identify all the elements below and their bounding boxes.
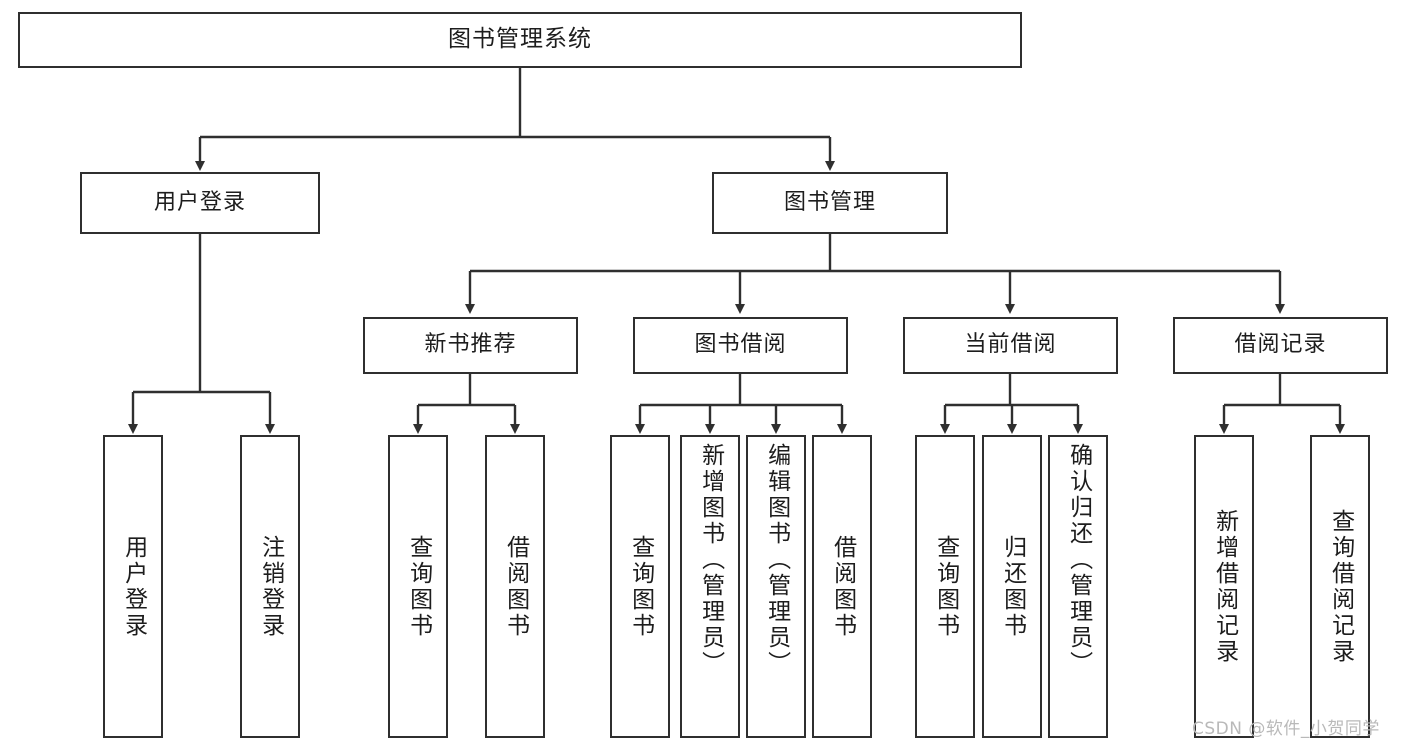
node-current-borrow[interactable]: 当前借阅 (903, 317, 1118, 374)
leaf-return-book-label: 归还图书 (999, 534, 1026, 639)
node-new-book-recommend[interactable]: 新书推荐 (363, 317, 578, 374)
leaf-logout-label: 注销登录 (257, 534, 284, 639)
leaf-query-book-current-label: 查询图书 (932, 534, 959, 639)
leaf-add-borrow-record-label: 新增借阅记录 (1211, 508, 1238, 665)
node-book-management[interactable]: 图书管理 (712, 172, 948, 234)
node-book-borrow[interactable]: 图书借阅 (633, 317, 848, 374)
leaf-return-book[interactable]: 归还图书 (982, 435, 1042, 738)
leaf-query-book-recommend-label: 查询图书 (405, 534, 432, 639)
leaf-query-borrow-record[interactable]: 查询借阅记录 (1310, 435, 1370, 738)
node-current-borrow-label: 当前借阅 (964, 332, 1057, 358)
leaf-query-book-current[interactable]: 查询图书 (915, 435, 975, 738)
node-user-login[interactable]: 用户登录 (80, 172, 320, 234)
node-root[interactable]: 图书管理系统 (18, 12, 1022, 68)
node-book-borrow-label: 图书借阅 (694, 332, 787, 358)
leaf-edit-book-admin-label: 编辑图书（管理员） (763, 443, 790, 677)
leaf-user-login[interactable]: 用户登录 (103, 435, 163, 738)
leaf-add-book-admin[interactable]: 新增图书（管理员） (680, 435, 740, 738)
node-borrow-records[interactable]: 借阅记录 (1173, 317, 1388, 374)
leaf-logout[interactable]: 注销登录 (240, 435, 300, 738)
leaf-query-book-borrow[interactable]: 查询图书 (610, 435, 670, 738)
leaf-confirm-return-admin[interactable]: 确认归还（管理员） (1048, 435, 1108, 738)
leaf-edit-book-admin[interactable]: 编辑图书（管理员） (746, 435, 806, 738)
node-user-login-label: 用户登录 (153, 189, 246, 215)
leaf-add-borrow-record[interactable]: 新增借阅记录 (1194, 435, 1254, 738)
leaf-query-book-recommend[interactable]: 查询图书 (388, 435, 448, 738)
leaf-confirm-return-admin-label: 确认归还（管理员） (1065, 443, 1092, 677)
watermark: CSDN @软件_小贺同学 (1192, 719, 1380, 739)
leaf-query-book-borrow-label: 查询图书 (627, 534, 654, 639)
leaf-query-borrow-record-label: 查询借阅记录 (1327, 508, 1354, 665)
leaf-borrow-book-label: 借阅图书 (829, 534, 856, 639)
node-new-book-recommend-label: 新书推荐 (424, 332, 517, 358)
node-root-label: 图书管理系统 (448, 26, 592, 53)
leaf-user-login-label: 用户登录 (120, 534, 147, 639)
node-book-management-label: 图书管理 (783, 189, 876, 215)
leaf-borrow-book[interactable]: 借阅图书 (812, 435, 872, 738)
leaf-add-book-admin-label: 新增图书（管理员） (697, 443, 724, 677)
node-borrow-records-label: 借阅记录 (1234, 332, 1327, 358)
leaf-borrow-book-recommend-label: 借阅图书 (502, 534, 529, 639)
leaf-borrow-book-recommend[interactable]: 借阅图书 (485, 435, 545, 738)
